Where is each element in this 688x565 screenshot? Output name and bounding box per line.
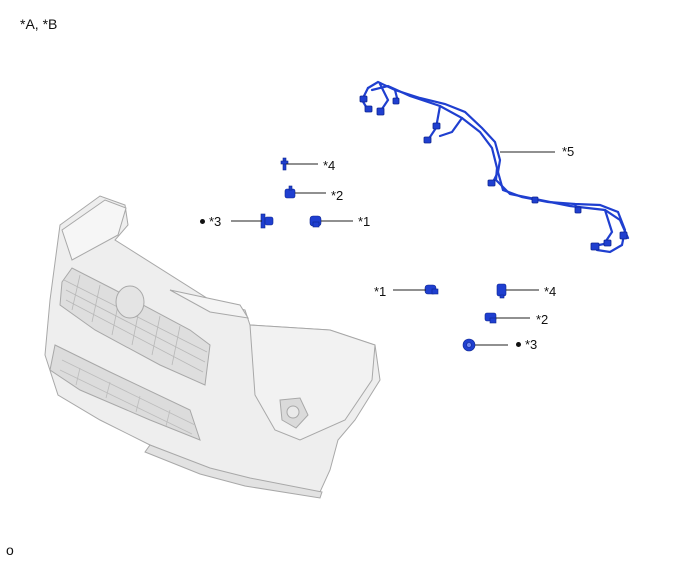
callout-1-right: *1: [374, 284, 387, 299]
part-2-right: [484, 312, 497, 324]
callout-4-top: *4: [323, 158, 336, 173]
harness-connectors: [359, 95, 628, 251]
part-2-left: [284, 185, 296, 199]
leader-lines: [231, 151, 555, 346]
part-4-right: [496, 283, 507, 299]
callout-1-top: *1: [358, 214, 371, 229]
bullet-3-left: [200, 219, 205, 224]
bullet-3-right: [516, 342, 521, 347]
variant-label: *A, *B: [20, 16, 58, 32]
front-bumper: [44, 195, 381, 499]
callout-3-left: *3: [209, 214, 222, 229]
callout-2-right: *2: [536, 312, 549, 327]
callout-2-top: *2: [331, 188, 344, 203]
part-1-right: [424, 284, 439, 295]
part-1-left: [309, 215, 322, 228]
part-3-left: [260, 213, 274, 229]
part-3-right: [462, 338, 476, 352]
callout-4-right: *4: [544, 284, 557, 299]
wire-harness: [360, 80, 630, 254]
callout-3-right: *3: [525, 337, 538, 352]
callout-5: *5: [562, 144, 575, 159]
figure-code: o: [6, 542, 14, 558]
